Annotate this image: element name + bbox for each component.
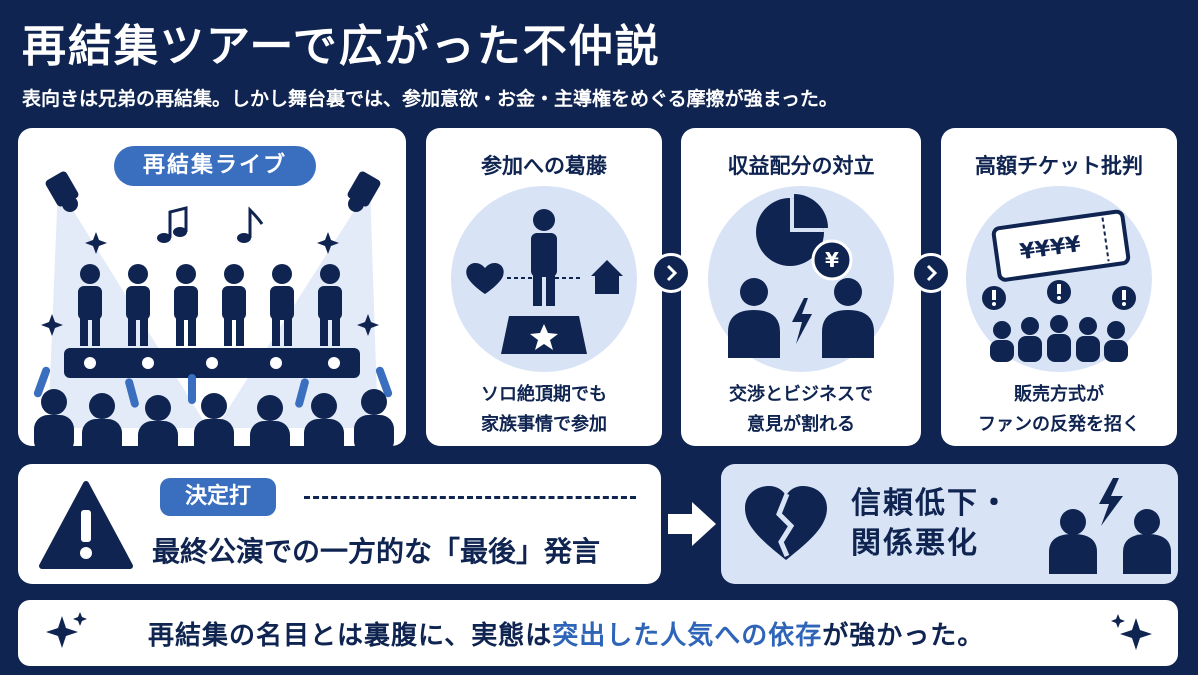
chevron-right-icon — [911, 253, 951, 293]
conclusion-part: 再結集の名目とは裏腹に、実態は — [148, 621, 553, 651]
desc-line: 意見が割れる — [747, 414, 855, 435]
live-label: 再結集ライブ — [114, 146, 316, 186]
sparkle-icon — [357, 314, 379, 336]
card-description: 販売方式が ファンの反発を招く — [941, 380, 1177, 440]
decisive-badge: 決定打 — [160, 478, 276, 516]
band-member-icon — [222, 264, 246, 346]
conflict-people-icon — [1049, 478, 1171, 574]
result-panel: 信頼低下・ 関係悪化 — [721, 464, 1178, 584]
page-title: 再結集ツアーで広がった不仲説 — [22, 21, 661, 72]
chevron-right-icon — [651, 253, 691, 293]
audience-icon — [34, 389, 394, 446]
card-illustration: ¥¥¥¥ — [966, 186, 1152, 372]
pie-chart-icon — [756, 194, 828, 266]
desc-line: 交渉とビジネスで — [729, 384, 873, 405]
live-illustration — [33, 171, 394, 446]
dashed-divider — [304, 496, 636, 499]
decisive-text: 最終公演での一方的な「最後」発言 — [152, 535, 601, 568]
heart-icon — [466, 262, 504, 294]
conclusion-highlight: 突出した人気への依存 — [552, 621, 823, 651]
conflict-card-revenue: 収益配分の対立 ¥ 交渉とビジネスで 意見が割れる — [681, 128, 921, 446]
arrow-right-icon — [668, 502, 716, 546]
decisive-panel: 決定打 最終公演での一方的な「最後」発言 — [18, 464, 661, 584]
live-card: 再結集ライブ — [18, 128, 406, 446]
card-illustration: ¥ — [708, 186, 894, 372]
page-subtitle: 表向きは兄弟の再結集。しかし舞台裏では、参加意欲・お金・主導権をめぐる摩擦が強ま… — [22, 88, 838, 110]
sparkle-icon — [46, 612, 87, 648]
yen-coin-icon: ¥ — [811, 239, 853, 281]
spotlight-icon — [347, 171, 381, 212]
exclamation-icon — [982, 286, 1006, 310]
band-member-icon — [78, 264, 102, 346]
house-icon — [591, 260, 623, 294]
card-description: 交渉とビジネスで 意見が割れる — [681, 380, 921, 440]
result-line: 信頼低下・ — [851, 486, 1011, 521]
broken-heart-icon — [745, 486, 827, 560]
music-note-icon — [237, 206, 264, 243]
conflict-card-ticket: 高額チケット批判 ¥¥¥¥ — [941, 128, 1177, 446]
result-line: 関係悪化 — [851, 526, 979, 561]
band-member-icon — [318, 264, 342, 346]
sparkle-icon — [1111, 614, 1152, 650]
exclamation-icon — [1112, 286, 1136, 310]
desc-line: ファンの反発を招く — [978, 414, 1140, 435]
glowstick-icon — [33, 366, 393, 408]
sparkle-icon — [85, 232, 107, 254]
svg-text:¥: ¥ — [825, 248, 839, 272]
band-member-icon — [270, 264, 294, 346]
conflict-card-participation: 参加への葛藤 ソロ絶頂期でも 家族事情で参加 — [426, 128, 662, 446]
spotlight-icon — [45, 171, 79, 212]
crowd-icon — [990, 315, 1128, 362]
conclusion-banner: 再結集の名目とは裏腹に、実態は突出した人気への依存が強かった。 — [18, 600, 1178, 666]
warning-icon — [39, 481, 133, 569]
sparkle-icon — [41, 314, 63, 336]
band-member-icon — [174, 264, 198, 346]
result-text: 信頼低下・ 関係悪化 — [851, 484, 1011, 564]
desc-line: ソロ絶頂期でも — [481, 384, 607, 405]
card-description: ソロ絶頂期でも 家族事情で参加 — [426, 380, 662, 440]
band-member-icon — [126, 264, 150, 346]
card-illustration — [451, 186, 637, 372]
exclamation-icon — [1047, 280, 1071, 304]
sparkle-icon — [317, 232, 339, 254]
stage-icon — [64, 348, 360, 378]
card-title: 収益配分の対立 — [727, 154, 875, 178]
ticket-icon: ¥¥¥¥ — [991, 209, 1131, 282]
person-icon — [531, 209, 557, 306]
conclusion-part: が強かった。 — [822, 621, 985, 651]
lightning-icon — [792, 298, 812, 344]
arguing-people-icon — [728, 278, 874, 358]
conclusion-text: 再結集の名目とは裏腹に、実態は突出した人気への依存が強かった。 — [148, 615, 984, 652]
music-note-icon — [157, 206, 188, 243]
card-title: 高額チケット批判 — [975, 154, 1143, 178]
card-title: 参加への葛藤 — [481, 154, 607, 178]
star-podium-icon — [501, 316, 587, 354]
desc-line: 家族事情で参加 — [481, 414, 607, 435]
desc-line: 販売方式が — [1014, 384, 1104, 405]
